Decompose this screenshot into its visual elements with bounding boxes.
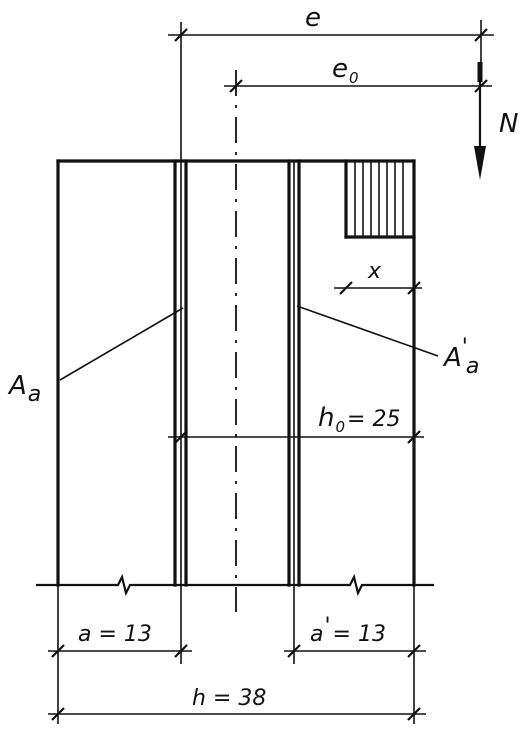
dimension-a-prime: a'= 13 — [284, 585, 426, 724]
force-arrowhead — [474, 146, 486, 180]
label-h0: h0= 25 — [318, 403, 400, 436]
dimension-tick — [51, 644, 65, 658]
dimension-tick — [407, 644, 421, 658]
dimension-tick — [174, 28, 188, 42]
compression-zone-hatch — [344, 159, 416, 239]
label-a: a = 13 — [78, 622, 152, 647]
dimension-tick — [407, 281, 421, 295]
section-bottom-break-line — [36, 573, 434, 597]
leader-Aa: Aa — [7, 307, 184, 407]
label-e: e — [305, 3, 321, 33]
dimension-tick — [229, 79, 243, 93]
dimension-tick — [407, 430, 421, 444]
dimension-tick — [474, 28, 488, 42]
label-e0: e0 — [332, 54, 359, 87]
label-Aa: Aa — [7, 371, 41, 407]
label-h: h = 38 — [192, 686, 266, 711]
dimension-tick — [407, 707, 421, 721]
dimension-tick — [339, 281, 353, 295]
label-a-prime: a'= 13 — [310, 614, 386, 647]
leader-line — [59, 307, 184, 381]
dimension-tick — [51, 707, 65, 721]
label-x: x — [367, 259, 382, 284]
force-arrow-N: N — [474, 62, 518, 180]
dimension-e0: e0 — [224, 54, 492, 93]
label-Aa-prime: A'a — [442, 335, 479, 379]
reinforcement-right-Aa-prime — [287, 159, 301, 587]
dimension-e: e — [168, 3, 494, 161]
dimension-tick — [174, 430, 188, 444]
dimension-h: h = 38 — [48, 686, 426, 721]
section-outline — [36, 159, 434, 597]
dimension-tick — [287, 644, 301, 658]
leader-Aa-prime: A'a — [296, 305, 479, 379]
dimension-tick — [174, 644, 188, 658]
dimension-x: x — [334, 259, 422, 295]
reinforcement-left-Aa — [173, 159, 188, 587]
label-N: N — [499, 109, 518, 139]
leader-line — [296, 305, 439, 357]
dimension-h0: h0= 25 — [168, 403, 424, 444]
dimension-a: a = 13 — [48, 585, 192, 724]
